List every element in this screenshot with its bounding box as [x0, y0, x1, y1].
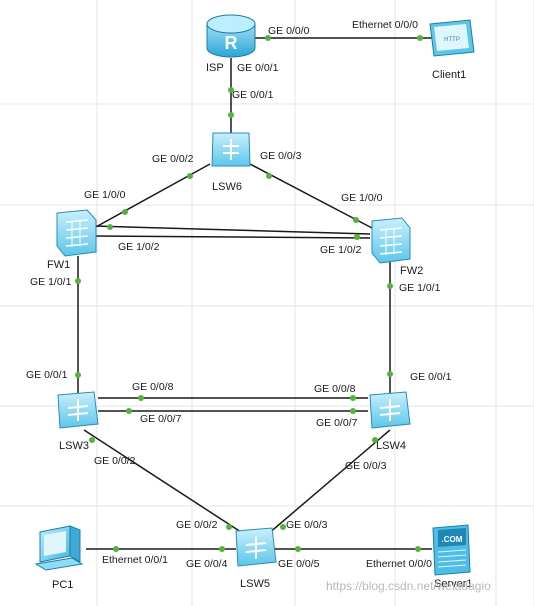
port-dot [387, 371, 393, 377]
port-labels: GE 0/0/0 Ethernet 0/0/0 GE 0/0/1 GE 0/0/… [26, 19, 452, 570]
link-fw1-fw2-b[interactable] [93, 235, 371, 239]
router-icon: R [206, 14, 256, 58]
pc-icon [34, 525, 84, 571]
port-label: GE 0/0/3 [260, 150, 302, 162]
server-icon: .COM [432, 524, 471, 576]
port-label: GE 0/0/7 [140, 413, 182, 425]
port-label: GE 0/0/3 [345, 460, 387, 472]
port-dot [226, 524, 232, 530]
port-label: GE 0/0/3 [286, 519, 328, 531]
client1-screen-text: HTTP [444, 37, 460, 43]
firewall-icon [371, 217, 411, 264]
port-label: GE 0/0/1 [232, 89, 274, 101]
link-fw1-fw2-a[interactable] [93, 225, 371, 235]
port-label: GE 0/0/1 [410, 371, 452, 383]
port-label: GE 1/0/2 [320, 244, 362, 256]
port-label: GE 0/0/7 [316, 417, 358, 429]
port-dot [126, 408, 132, 414]
port-dot [372, 437, 378, 443]
port-dot [265, 35, 271, 41]
port-label: GE 0/0/2 [94, 455, 136, 467]
port-dot [266, 173, 272, 179]
port-dot [350, 395, 356, 401]
isp-label: ISP [206, 62, 224, 74]
lsw6-switch[interactable]: LSW6 [211, 132, 251, 193]
port-dot [354, 234, 360, 240]
port-label: GE 0/0/1 [237, 62, 279, 74]
port-dot [417, 35, 423, 41]
switch-icon [211, 132, 251, 167]
switch-icon [369, 391, 411, 429]
fw2-firewall[interactable]: FW2 [371, 217, 423, 277]
port-dot [280, 524, 286, 530]
fw2-label: FW2 [400, 265, 423, 277]
lsw5-switch[interactable]: LSW5 [235, 527, 277, 590]
client1-device[interactable]: HTTP Client1 [429, 19, 475, 81]
link-lsw3-lsw5[interactable] [83, 429, 245, 535]
port-label: GE 0/0/5 [278, 558, 320, 570]
pc1-label: PC1 [52, 579, 73, 591]
server1-device[interactable]: .COM Server1 [432, 524, 473, 590]
client-icon: HTTP [429, 19, 475, 57]
port-label: Ethernet 0/0/0 [366, 558, 432, 570]
links [77, 37, 436, 550]
firewall-icon [56, 209, 97, 257]
lsw4-label: LSW4 [376, 440, 406, 452]
port-label: Ethernet 0/0/0 [352, 19, 418, 31]
server1-label: Server1 [434, 578, 473, 590]
lsw6-label: LSW6 [212, 181, 242, 193]
watermark-text: https://blog.csdn.net/weladagio [326, 579, 491, 593]
lsw3-switch[interactable]: LSW3 [57, 391, 99, 452]
port-label: GE 0/0/2 [152, 153, 194, 165]
port-label: GE 0/0/0 [268, 25, 310, 37]
port-label: Ethernet 0/0/1 [102, 554, 168, 566]
port-dot [295, 546, 301, 552]
lsw4-switch[interactable]: LSW4 [369, 391, 411, 452]
port-label: GE 0/0/1 [26, 369, 68, 381]
pc1-computer[interactable]: PC1 [34, 525, 84, 591]
isp-router[interactable]: R ISP [206, 14, 256, 74]
port-label: GE 0/0/4 [186, 558, 228, 570]
port-dot [138, 395, 144, 401]
port-label: GE 1/0/1 [30, 276, 72, 288]
port-label: GE 1/0/0 [84, 189, 126, 201]
port-label: GE 0/0/8 [132, 381, 174, 393]
port-label: GE 0/0/2 [176, 519, 218, 531]
port-dot [387, 283, 393, 289]
port-dot [89, 437, 95, 443]
port-dot [415, 546, 421, 552]
port-dot [75, 278, 81, 284]
port-dot [113, 546, 119, 552]
port-dot [75, 372, 81, 378]
port-dot [228, 87, 234, 93]
port-dot [350, 408, 356, 414]
port-dot [107, 224, 113, 230]
link-lsw4-lsw5[interactable] [267, 429, 391, 535]
port-label: GE 1/0/0 [341, 192, 383, 204]
switch-icon [57, 391, 99, 429]
port-label: GE 1/0/1 [399, 282, 441, 294]
switch-icon [235, 527, 277, 567]
port-dot [122, 209, 128, 215]
fw1-firewall[interactable]: FW1 [47, 209, 97, 271]
client1-label: Client1 [432, 69, 466, 81]
port-dot [219, 546, 225, 552]
lsw5-label: LSW5 [240, 578, 270, 590]
port-indicators [75, 35, 423, 552]
port-label: GE 1/0/2 [118, 241, 160, 253]
port-dot [353, 217, 359, 223]
fw1-label: FW1 [47, 259, 70, 271]
port-label: GE 0/0/8 [314, 383, 356, 395]
lsw3-label: LSW3 [59, 440, 89, 452]
server1-screen-text: .COM [442, 535, 463, 544]
port-dot [187, 173, 193, 179]
port-dot [228, 112, 234, 118]
svg-text:R: R [225, 33, 238, 53]
